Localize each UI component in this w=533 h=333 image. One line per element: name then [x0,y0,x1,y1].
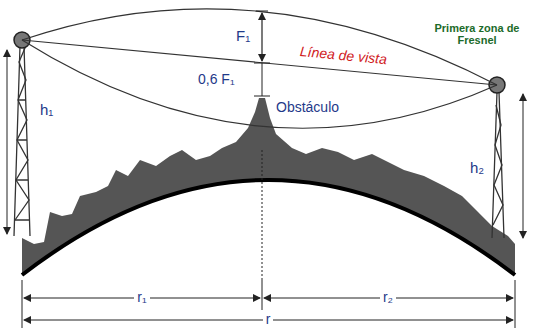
left-tower [14,46,30,236]
terrain [22,98,515,275]
zone-label: Primera zona de Fresnel [432,22,522,46]
f06-line [262,63,263,96]
height-label: h₂ [470,160,484,177]
h1-arrow [7,50,8,234]
distance-label: r₁ [134,290,149,305]
height-label: h₁ [40,102,53,119]
right-tower [492,92,504,238]
dimension-ticks [22,150,515,328]
earth-curvature [22,180,515,275]
h2-arrow [523,94,524,238]
fresnel-upper [22,9,497,85]
dimension-label: F₁ [236,28,250,45]
f1-arrow [261,13,262,61]
distance-label: r [263,312,274,327]
distance-label: r₂ [380,290,396,305]
line-label: Línea de vista [299,44,387,68]
fresnel-lower [22,40,497,128]
dimension-label: 0,6 F₁ [198,72,235,87]
f1-tick [256,11,268,12]
obstacle-label: Obstáculo [276,100,339,115]
line-of-sight [22,40,497,85]
